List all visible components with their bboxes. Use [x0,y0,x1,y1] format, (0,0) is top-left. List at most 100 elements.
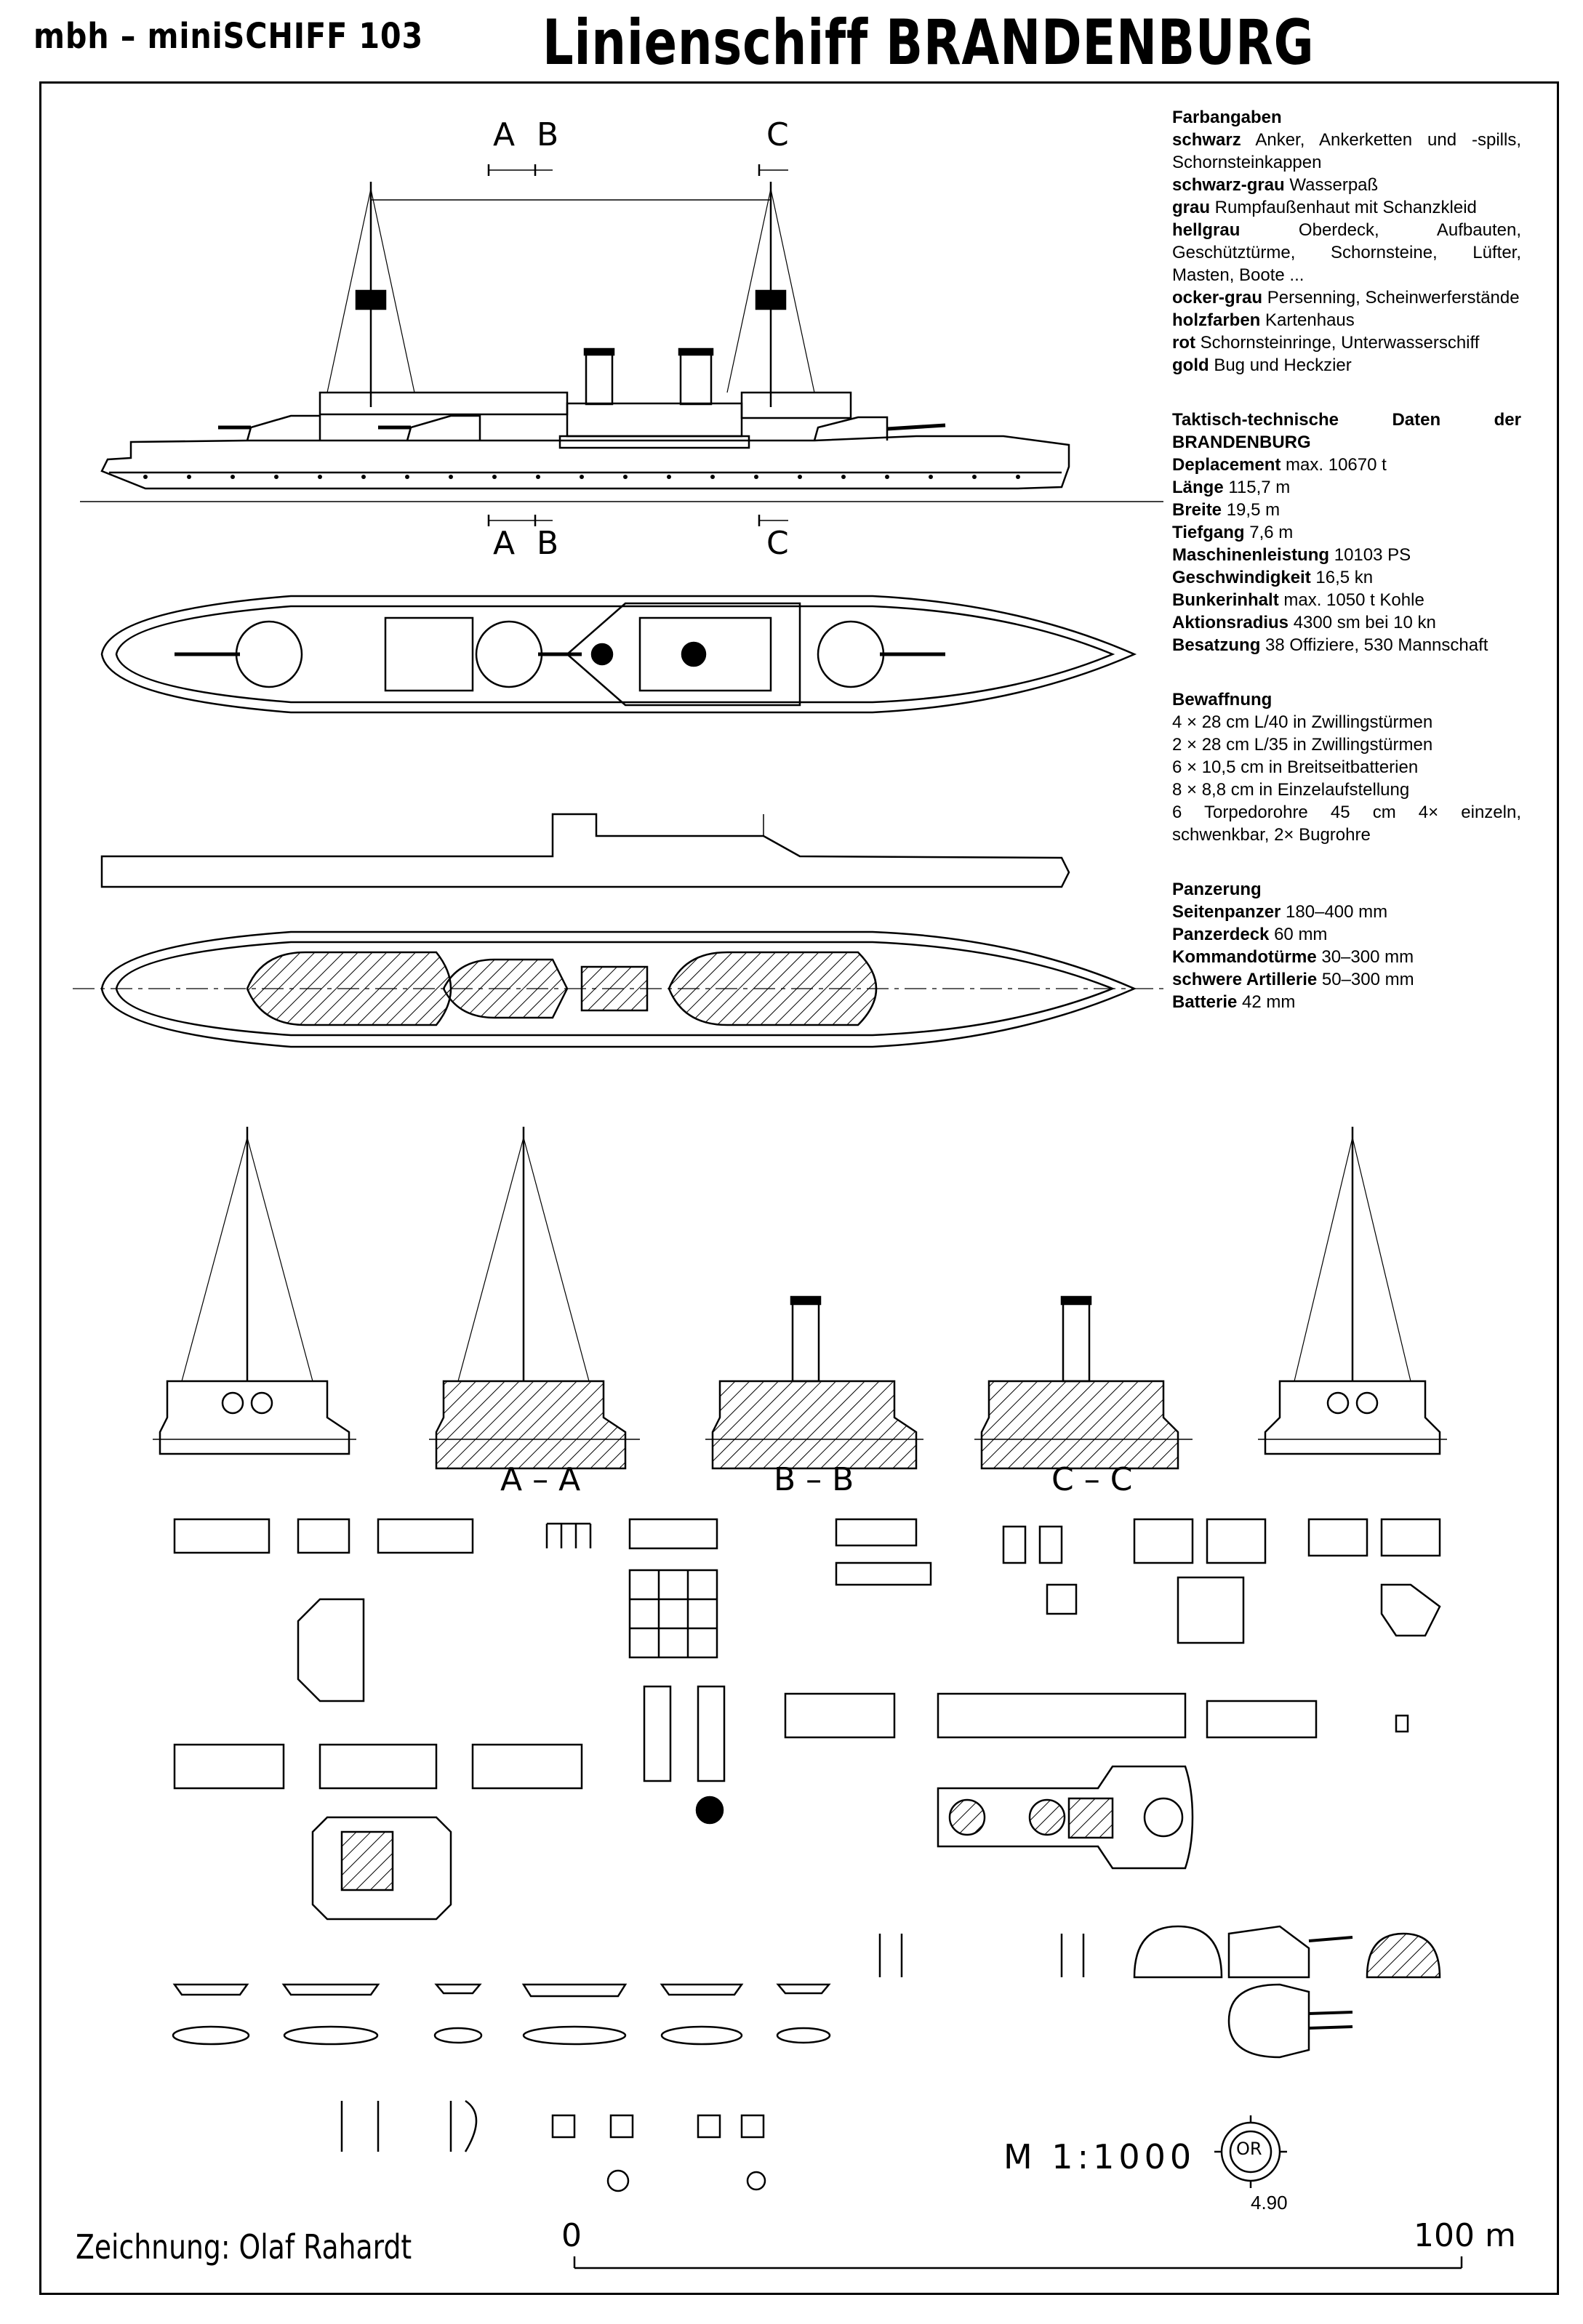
info-term: Kommandotürme [1172,947,1317,967]
info-text: Oberdeck, Aufbauten, Geschütztürme, Scho… [1172,220,1521,285]
cross-section-c [974,1295,1193,1470]
info-item: Besatzung 38 Offiziere, 530 Mannschaft [1172,634,1521,656]
section-label-a-a: A – A [500,1461,581,1498]
info-text: 4300 sm bei 10 kn [1289,613,1436,632]
scale-label: M 1:1000 [1003,2137,1196,2176]
info-term: schwarz [1172,130,1241,150]
info-term: Seitenpanzer [1172,902,1281,922]
section-label-b-b: B – B [774,1461,854,1498]
info-column: Farbangaben schwarz Anker, Ankerketten u… [1172,106,1521,1013]
info-item: ocker-grau Persenning, Scheinwerferständ… [1172,286,1521,309]
detail-parts [172,1518,1463,2269]
armament-heading: Bewaffnung [1172,690,1273,709]
colors-list: schwarz Anker, Ankerketten und -spills, … [1172,129,1521,377]
armament-item: 4 × 28 cm L/40 in Zwillingstürmen [1172,712,1433,732]
scale-bar-start: 0 [561,2217,582,2254]
info-item: grau Rumpfaußenhaut mit Schanzkleid [1172,196,1521,219]
info-term: Batterie [1172,992,1238,1012]
info-text: 38 Offiziere, 530 Mannschaft [1260,635,1488,655]
info-item: Batterie 42 mm [1172,991,1521,1013]
info-text: 42 mm [1237,992,1296,1012]
armor-list: Seitenpanzer 180–400 mm Panzerdeck 60 mm K… [1172,901,1521,1013]
info-text: max. 10670 t [1281,455,1387,475]
data-heading: Taktisch-technische Daten der BRANDENBUR… [1172,410,1521,452]
info-item: Länge 115,7 m [1172,476,1521,499]
colors-heading: Farbangaben [1172,108,1282,127]
armor-profile-view [100,813,1070,888]
armament-item: 8 × 8,8 cm in Einzelaufstellung [1172,780,1410,800]
side-elevation-view [80,164,1163,526]
info-text: Schornsteinringe, Unterwasserschiff [1195,333,1480,353]
drawing-frame [39,81,1559,2295]
info-text: max. 1050 t Kohle [1278,590,1424,610]
drawing-date: 4.90 [1251,2192,1288,2214]
cross-section-b [705,1295,923,1470]
info-text: Bug und Heckzier [1209,355,1352,375]
info-item: Breite 19,5 m [1172,499,1521,521]
section-mark-b-top: B [537,116,559,153]
info-item: rot Schornsteinringe, Unterwasserschiff [1172,331,1521,354]
armored-deck-plan-view [73,930,1163,1048]
info-text: Rumpfaußenhaut mit Schanzkleid [1210,198,1477,217]
info-text: 180–400 mm [1281,902,1388,922]
info-term: Besatzung [1172,635,1261,655]
section-mark-a-top: A [493,116,516,153]
info-item: holzfarben Kartenhaus [1172,309,1521,331]
info-term: schwarz-grau [1172,175,1285,195]
section-mark-b-bottom: B [537,525,559,562]
info-term: Länge [1172,478,1224,497]
info-text: Anker, Ankerketten und -spills, Schornst… [1172,130,1521,172]
info-term: grau [1172,198,1211,217]
info-item: Deplacement max. 10670 t [1172,454,1521,476]
section-label-c-c: C – C [1051,1461,1133,1498]
armament-item: 6 × 10,5 cm in Breitseitbatterien [1172,757,1419,777]
info-text: 60 mm [1269,925,1328,944]
armament-list: 4 × 28 cm L/40 in Zwillingstürmen 2 × 28 … [1172,711,1521,846]
stamp-mark: OR [1236,2139,1262,2159]
info-item: Bunkerinhalt max. 1050 t Kohle [1172,589,1521,611]
cross-section-stern [1258,1127,1447,1455]
info-term: Panzerdeck [1172,925,1270,944]
section-mark-c-bottom: C [766,525,789,562]
info-text: Wasserpaß [1284,175,1379,195]
info-term: Geschwindigkeit [1172,568,1311,587]
info-item: Tiefgang 7,6 m [1172,521,1521,544]
info-term: Aktionsradius [1172,613,1289,632]
scale-bar-end: 100 m [1414,2217,1516,2254]
drawing-credit: Zeichnung: Olaf Rahardt [76,2227,412,2267]
info-text: 30–300 mm [1316,947,1414,967]
info-item: hellgrau Oberdeck, Aufbauten, Geschütztü… [1172,219,1521,286]
info-item: schwere Artillerie 50–300 mm [1172,968,1521,991]
info-term: gold [1172,355,1209,375]
cross-section-bow [153,1127,356,1455]
section-mark-c-top: C [766,116,789,153]
armament-item: 6 Torpedorohre 45 cm 4× einzeln, schwenk… [1172,803,1521,845]
info-item: Seitenpanzer 180–400 mm [1172,901,1521,923]
info-item: Maschinenleistung 10103 PS [1172,544,1521,566]
cross-section-a [429,1127,640,1470]
info-term: Maschinenleistung [1172,545,1330,565]
info-term: Breite [1172,500,1222,520]
info-term: schwere Artillerie [1172,970,1318,989]
info-term: holzfarben [1172,310,1261,330]
info-item: Geschwindigkeit 16,5 kn [1172,566,1521,589]
info-text: 16,5 kn [1310,568,1374,587]
info-item: schwarz Anker, Ankerketten und -spills, … [1172,129,1521,174]
armament-item: 2 × 28 cm L/35 in Zwillingstürmen [1172,735,1433,755]
info-text: Kartenhaus [1260,310,1355,330]
info-text: 115,7 m [1223,478,1291,497]
info-term: rot [1172,333,1195,353]
info-text: 19,5 m [1222,500,1281,520]
info-item: Kommandotürme 30–300 mm [1172,946,1521,968]
info-term: Tiefgang [1172,523,1245,542]
info-term: Bunkerinhalt [1172,590,1279,610]
info-item: schwarz-grau Wasserpaß [1172,174,1521,196]
info-item: gold Bug und Heckzier [1172,354,1521,377]
page-title: Linienschiff BRANDENBURG [542,7,1315,79]
info-term: hellgrau [1172,220,1241,240]
deck-plan-view [100,595,1137,714]
section-mark-a-bottom: A [493,525,516,562]
info-term: Deplacement [1172,455,1281,475]
